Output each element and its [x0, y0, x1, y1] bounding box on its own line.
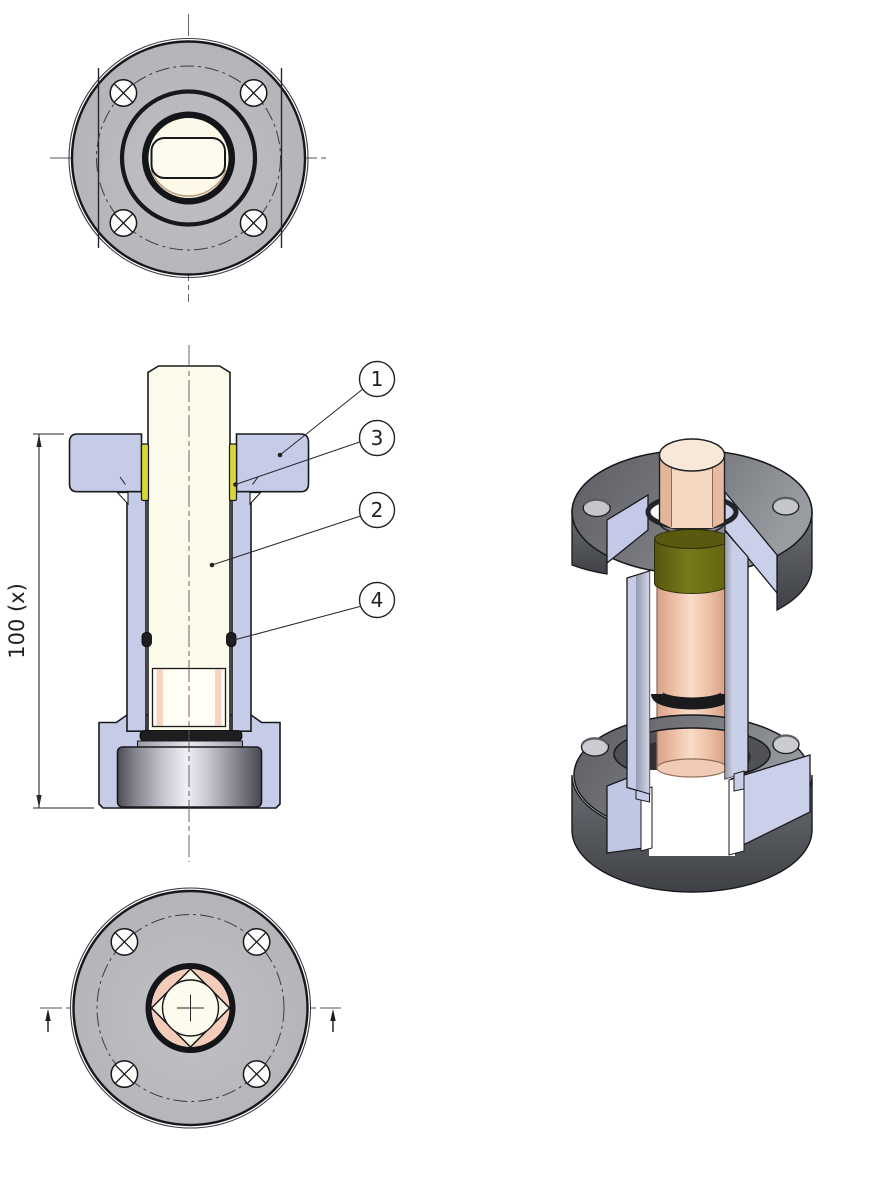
bolt-hole-shadow: [583, 498, 610, 506]
recess-shading-left: [156, 669, 163, 726]
o-ring-left: [141, 632, 152, 647]
dimension-text: 100 (x): [5, 583, 29, 659]
top-view: [50, 14, 327, 302]
bolt-circle: [96, 65, 281, 251]
bolt-hole-shadow: [772, 734, 799, 743]
balloon-1: 1: [358, 360, 396, 398]
balloon-4-label: 4: [371, 588, 384, 612]
tube-wall-left-foot: [635, 789, 650, 803]
tube-wall-right-foot: [733, 770, 745, 792]
leader-dot-3: [233, 482, 238, 487]
flange-outer-edge-bottom: [69, 887, 312, 1129]
dimension-arrow-top: [36, 434, 42, 447]
bolt-holes-bottom-view: [110, 927, 271, 1089]
bottom-seal-band: [139, 730, 243, 742]
housing-flange-right: [235, 433, 310, 493]
wedge-gap: [649, 770, 735, 856]
leader-3: [235, 441, 360, 485]
callouts: 1 3 2 4: [209, 360, 396, 643]
leader-dot-1: [277, 452, 283, 458]
bolt-holes-top-view: [109, 79, 268, 237]
balloon-2-label: 2: [371, 498, 384, 522]
seal-band-3d: [654, 529, 730, 594]
top-flange-cut-face-left: [606, 493, 649, 565]
bolt-hole: [109, 209, 138, 237]
chamfer-tick-left: [119, 476, 126, 485]
bolt-circle-bottom: [96, 914, 285, 1102]
dimension-arrow-bottom: [36, 795, 42, 808]
copper-edge-arc: [150, 169, 227, 197]
bolt-hole: [239, 79, 268, 107]
recess-shading-right: [215, 669, 222, 726]
balloon-4: 4: [358, 581, 396, 619]
balloon-3: 3: [358, 419, 396, 457]
tube-bore-surface-right: [725, 533, 734, 779]
housing-tube-wall-left: [126, 490, 147, 733]
bolt-hole: [110, 1060, 139, 1089]
boss-outline: [119, 89, 258, 227]
chamfer-tick-right: [252, 476, 259, 485]
tube-bore-surface-left: [636, 571, 650, 794]
bolt-hole: [109, 79, 138, 107]
dimension-100x: [33, 433, 94, 809]
leader-dot-2: [209, 562, 215, 568]
balloon-3-label: 3: [371, 426, 384, 450]
bolt-hole: [239, 209, 268, 237]
bolt-hole-shadow: [581, 737, 609, 745]
bottom-flange-3d: [571, 714, 813, 893]
leader-dot-4: [229, 638, 235, 643]
bore-ring-bottom: [145, 963, 236, 1053]
leader-2: [211, 515, 361, 566]
rod-bottom-face-redraw: [656, 758, 728, 778]
balloon-1-label: 1: [371, 367, 384, 391]
bolt-hole: [110, 927, 139, 956]
seal-right: [228, 443, 238, 502]
bolt-hole-shadow: [772, 496, 799, 505]
isometric-cutaway-view: [571, 438, 813, 893]
rod-slot: [150, 137, 226, 179]
hex-head-3d: [658, 438, 726, 536]
balloon-2: 2: [358, 491, 396, 529]
housing-flange-left: [68, 433, 143, 493]
bolt-hole: [242, 1060, 271, 1089]
bottom-view: [40, 887, 341, 1129]
groove-notch-left: [116, 492, 129, 506]
housing-tube-wall-right: [231, 490, 252, 733]
bolt-hole: [242, 927, 271, 956]
groove-notch-right: [249, 492, 262, 506]
seal-left: [140, 443, 150, 502]
leader-4: [231, 605, 361, 642]
leader-1: [279, 388, 364, 456]
cut-tube-walls: [626, 529, 749, 803]
gland-cylinder: [116, 746, 263, 808]
flange-outer-edge: [68, 37, 309, 279]
front-section-view: 100 (x) 1 3 2 4: [5, 345, 396, 862]
section-arrows: [45, 1009, 336, 1032]
o-ring-3d: [651, 691, 733, 710]
